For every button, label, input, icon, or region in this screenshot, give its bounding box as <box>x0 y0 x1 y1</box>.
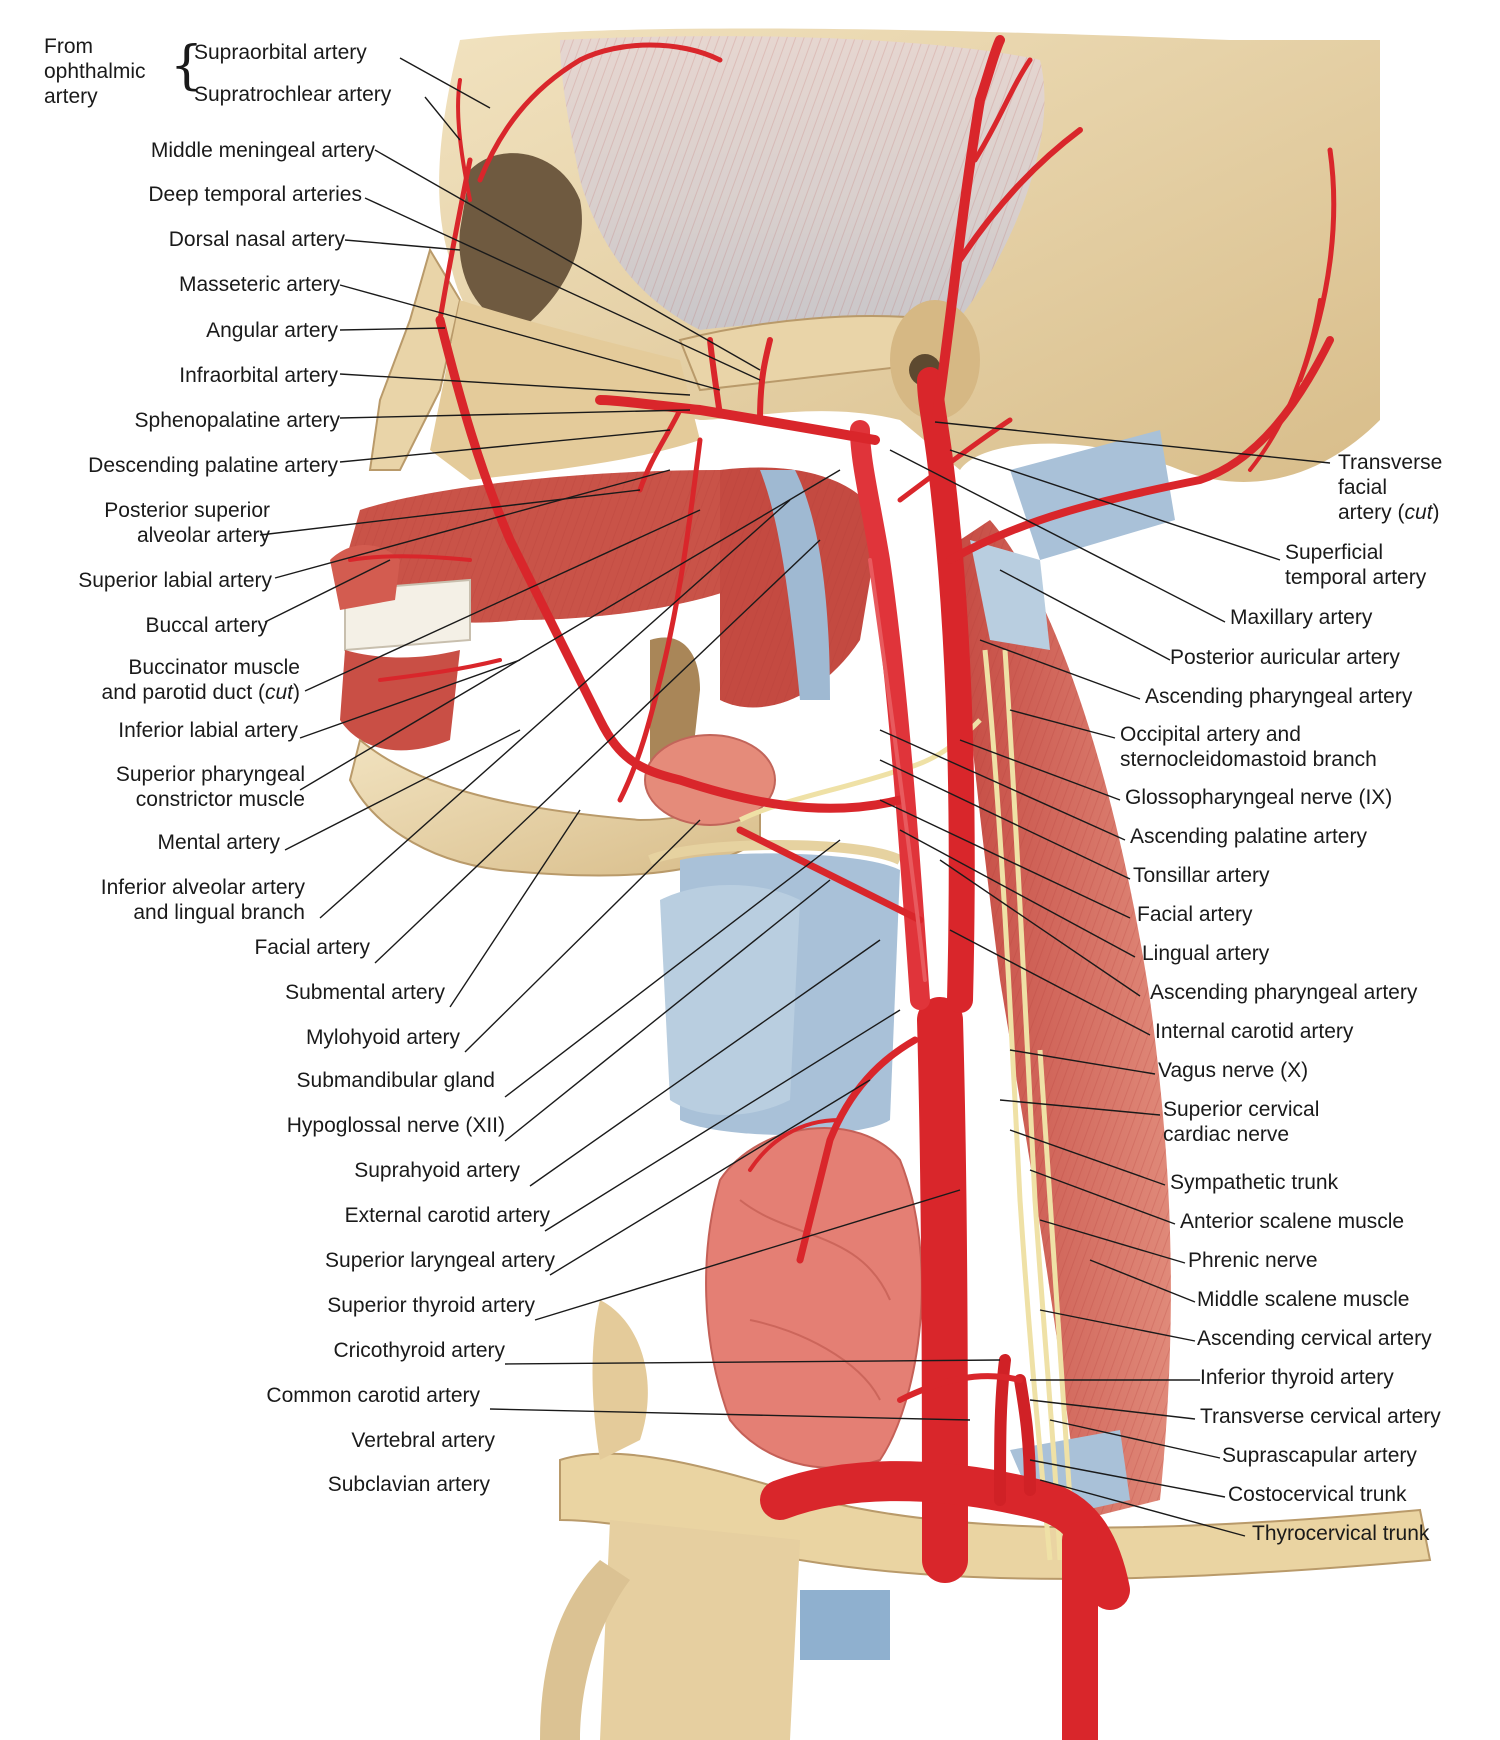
superficial-temporal-artery <box>930 35 1005 435</box>
leader-lines-left <box>259 57 1001 1421</box>
costal-cartilage <box>800 1590 890 1660</box>
sympathetic-trunk <box>1002 649 1063 1561</box>
maxilla <box>430 300 700 480</box>
submandibular-gland <box>644 734 776 826</box>
vertebral-artery <box>994 1354 1011 1506</box>
thoracic-bones <box>540 1300 1432 1740</box>
lower-lip-muscle <box>340 650 460 751</box>
lingual-artery <box>736 826 924 924</box>
skull <box>368 28 1381 482</box>
first-rib <box>540 1560 630 1740</box>
temporal-fascia-fibers <box>560 36 1045 330</box>
sternocleidomastoid-cut-upper <box>1010 430 1175 560</box>
maxillary-artery <box>595 395 880 445</box>
ascending-pharyngeal-artery <box>868 558 927 982</box>
facial-artery <box>435 315 905 813</box>
supraorbital-artery <box>477 42 723 183</box>
vagus-nerve <box>982 649 1053 1561</box>
superior-laryngeal-artery <box>748 1118 842 1172</box>
larynx <box>648 840 903 1135</box>
thyrocervical-trunk <box>1014 1374 1036 1496</box>
upper-lip <box>330 545 400 610</box>
nasal-bone <box>368 247 462 471</box>
arteries <box>348 35 1337 1740</box>
internal-jugular-stump <box>760 470 830 700</box>
posterior-auricular-artery <box>897 417 1013 503</box>
superior-labial-artery <box>348 554 472 562</box>
inferior-labial-artery <box>378 658 502 682</box>
neck-muscles <box>960 430 1175 1520</box>
manubrium <box>600 1520 800 1740</box>
leader-lines-right <box>879 421 1331 1537</box>
occipital-artery <box>946 336 1334 564</box>
thyrohyoid-membrane <box>660 885 800 1115</box>
cervical-vertebra <box>592 1300 648 1460</box>
phrenic-nerve <box>1037 1049 1073 1501</box>
inferior-thyroid-artery <box>897 1373 1023 1403</box>
inferior-alveolar-artery <box>617 437 703 803</box>
superior-thyroid-artery <box>796 1036 919 1264</box>
hyoid-bone <box>648 840 903 865</box>
external-carotid-artery <box>850 420 930 1010</box>
orbit <box>459 153 582 330</box>
digastric-tendon <box>970 540 1050 650</box>
